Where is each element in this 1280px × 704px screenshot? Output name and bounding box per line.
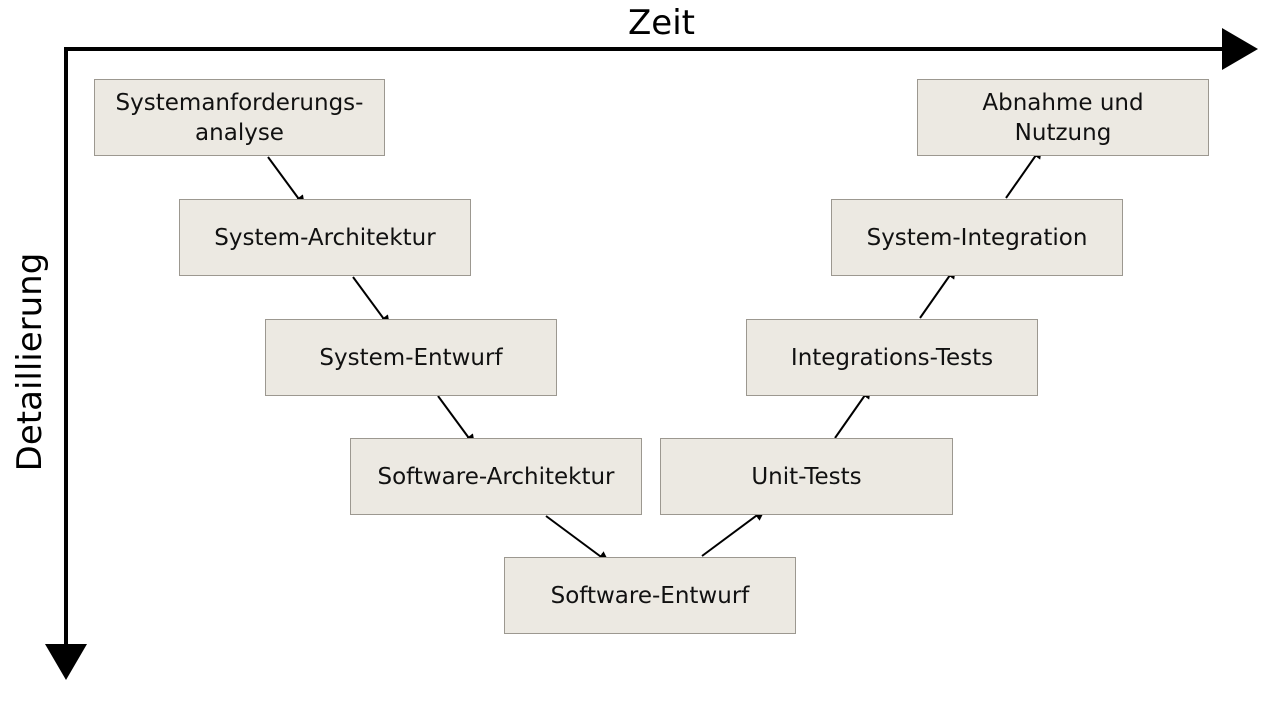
flow-arrow-8: [1005, 146, 1043, 199]
flow-arrow-4: [545, 515, 610, 564]
stage-system-entwurf: System-Entwurf: [265, 319, 557, 396]
flow-arrow-6: [834, 386, 872, 439]
stage-unit-tests: Unit-Tests: [660, 438, 953, 515]
stage-abnahme-und-nutzung: Abnahme und Nutzung: [917, 79, 1209, 156]
flow-arrow-3: [437, 395, 476, 447]
y-axis-label: Detaillierung: [10, 252, 50, 472]
stage-system-integration: System-Integration: [831, 199, 1123, 276]
flow-arrow-2: [352, 276, 391, 328]
y-axis-arrowhead: [45, 644, 87, 680]
stage-system-architektur: System-Architektur: [179, 199, 471, 276]
flow-arrow-7: [919, 266, 957, 319]
flow-arrow-1: [267, 156, 306, 208]
stage-software-entwurf: Software-Entwurf: [504, 557, 796, 634]
flow-arrow-5: [701, 508, 766, 557]
stage-systemanforderungsanalyse: Systemanforderungs- analyse: [94, 79, 385, 156]
stage-software-architektur: Software-Architektur: [350, 438, 642, 515]
x-axis-label: Zeit: [628, 3, 695, 43]
stage-integrations-tests: Integrations-Tests: [746, 319, 1038, 396]
x-axis-arrowhead: [1222, 28, 1258, 70]
